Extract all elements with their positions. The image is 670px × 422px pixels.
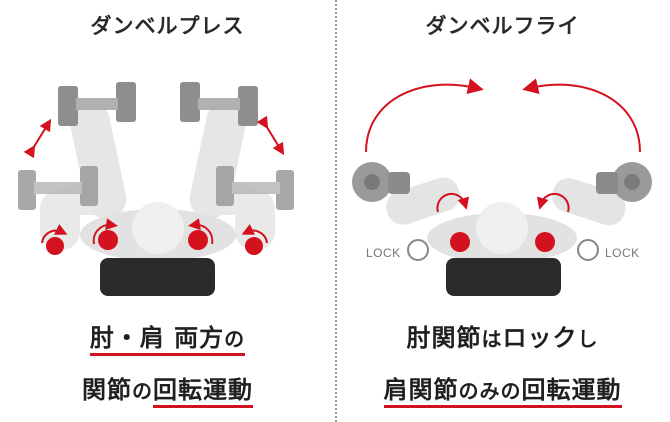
press-caption-line1: 肘・肩 両方の [0,318,335,356]
rotation-arrow-icon [365,78,641,153]
bench [100,258,215,296]
press-caption-emphasis: 肘・肩 両方の [89,324,246,356]
caption-text: の [500,379,522,403]
dumbbell-icon [180,82,258,126]
caption-text: 回転運動 [521,376,622,404]
lock-label-right: LOCK [605,246,640,260]
rotation-arrow-icon [436,192,570,213]
caption-text: 肩関節 [383,376,459,404]
lock-circle-icon [407,239,599,261]
fly-caption-emphasis: 肩関節のみの回転運動 [383,376,622,408]
fly-caption-line2: 肩関節のみの回転運動 [335,370,670,408]
caption-text: の [224,327,246,351]
bench [446,258,561,296]
caption-text: は [481,327,503,351]
fly-title: ダンベルフライ [425,14,580,38]
caption-text: ロック [502,324,578,352]
press-caption-line2: 関節の回転運動 [0,370,335,408]
caption-text: 肘・肩 [89,324,165,352]
caption-text: 肘関節 [406,324,482,352]
movement-arrow-icon [23,115,285,159]
caption-emphasis: 回転運動 [153,376,253,408]
dumbbell-icon [352,162,410,202]
joint-dot-icon [46,230,263,255]
fly-figure [386,177,626,263]
caption-text: 両方 [174,324,225,352]
rotation-arrow-icon [41,218,268,245]
dumbbell-icon [18,166,98,210]
panel-divider [335,0,337,422]
dumbbell-icon [216,166,294,210]
press-title: ダンベルプレス [90,14,245,38]
dumbbell-icon [58,82,136,126]
caption-text: 関節 [82,376,132,404]
caption-text: の [132,379,153,403]
joint-dot-icon [450,232,555,252]
caption-text: のみ [458,379,501,403]
caption-text: し [577,327,599,351]
fly-caption-line1: 肘関節はロックし [335,318,670,353]
dumbbell-icon [596,162,652,202]
lock-label-left: LOCK [366,246,401,260]
